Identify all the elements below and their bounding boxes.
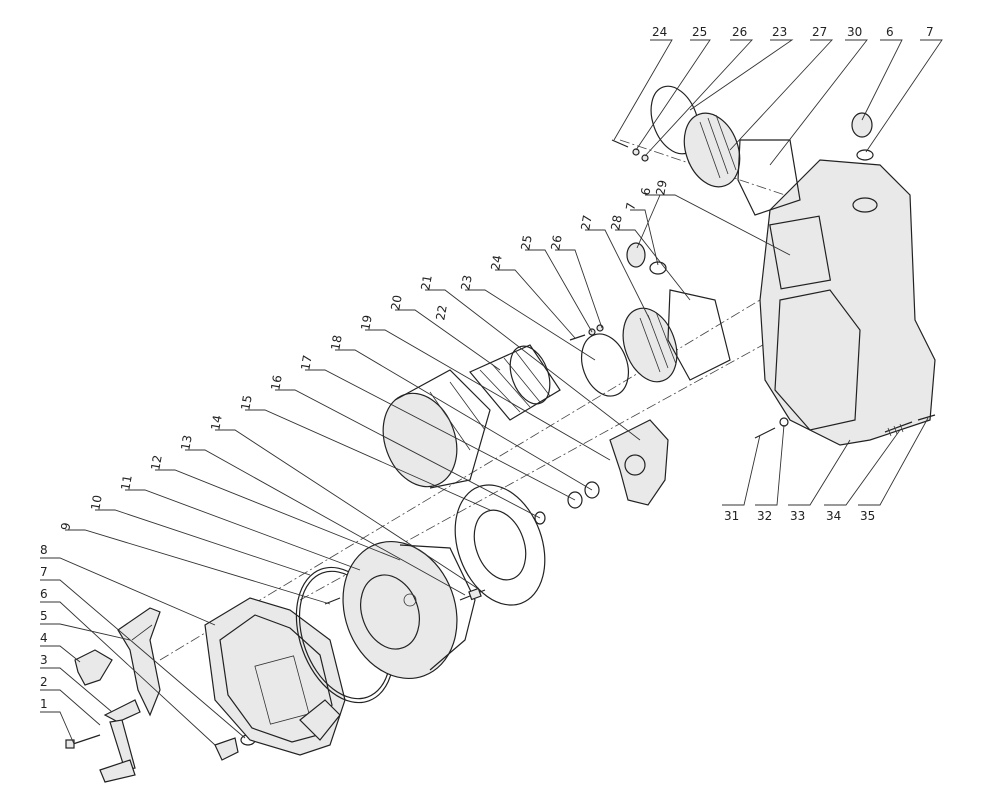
part-seal-ring-mid xyxy=(509,333,629,405)
callout-18: 18 xyxy=(328,334,344,351)
part-impeller-22 xyxy=(609,419,669,506)
callout-12: 12 xyxy=(148,454,164,471)
callout-labels: 1 2 3 4 5 6 7 8 9 10 11 12 13 14 15 16 1… xyxy=(40,25,934,711)
callout-35: 35 xyxy=(860,509,875,523)
callout-20: 20 xyxy=(388,294,404,311)
callout-24-top: 24 xyxy=(652,25,667,39)
callout-11: 11 xyxy=(118,474,134,491)
callout-16: 16 xyxy=(268,374,284,391)
callout-4: 4 xyxy=(40,631,48,645)
part-gasket-mid xyxy=(667,289,731,381)
callout-25-mid: 25 xyxy=(518,234,534,251)
callout-13: 13 xyxy=(178,434,194,451)
part-impeller-plate xyxy=(454,484,546,606)
callout-34: 34 xyxy=(826,509,841,523)
part-pump-body xyxy=(342,540,476,680)
part-plug-mid xyxy=(626,242,667,275)
callout-5: 5 xyxy=(40,609,48,623)
callout-6-mid: 6 xyxy=(638,186,653,196)
callout-31: 31 xyxy=(724,509,739,523)
callout-30: 30 xyxy=(847,25,862,39)
callout-19: 19 xyxy=(358,314,374,331)
callout-3: 3 xyxy=(40,653,48,667)
callout-leader-lines xyxy=(40,39,943,746)
part-rear-cover-housing xyxy=(204,597,346,756)
callout-22: 22 xyxy=(433,304,449,321)
part-flange-spring-mid xyxy=(622,307,678,383)
callout-7-mid: 7 xyxy=(623,201,638,211)
callout-7: 7 xyxy=(40,565,48,579)
part-crank-handle xyxy=(99,699,141,783)
callout-26-mid: 26 xyxy=(548,234,564,251)
part-lever-bracket xyxy=(117,607,161,717)
callout-28: 28 xyxy=(608,214,624,231)
part-main-housing xyxy=(759,159,936,446)
callout-17: 17 xyxy=(298,354,314,371)
callout-27-mid: 27 xyxy=(578,214,594,231)
callout-2: 2 xyxy=(40,675,48,689)
part-spring-hose xyxy=(469,344,561,421)
part-spring-pin-34-35 xyxy=(884,414,936,437)
part-bolts-mid xyxy=(569,324,604,341)
callout-29: 29 xyxy=(653,179,669,196)
callout-15: 15 xyxy=(238,394,254,411)
callout-23-mid: 23 xyxy=(458,274,474,291)
part-wing-nut-4 xyxy=(74,649,113,686)
callout-33: 33 xyxy=(790,509,805,523)
callout-14: 14 xyxy=(208,414,224,431)
callout-23-top: 23 xyxy=(772,25,787,39)
callout-6: 6 xyxy=(40,587,48,601)
callout-9: 9 xyxy=(58,521,73,531)
callout-1: 1 xyxy=(40,697,48,711)
part-washers-16-18 xyxy=(534,481,600,525)
callout-21: 21 xyxy=(418,274,434,291)
callout-25-top: 25 xyxy=(692,25,707,39)
part-top-flange-group xyxy=(611,85,874,216)
callout-24-mid: 24 xyxy=(488,254,504,271)
callout-8: 8 xyxy=(40,543,48,557)
callout-27-top: 27 xyxy=(812,25,827,39)
callout-7-top: 7 xyxy=(926,25,934,39)
part-strainer-cage xyxy=(382,369,491,489)
callout-10: 10 xyxy=(88,494,104,511)
callout-6-top: 6 xyxy=(886,25,894,39)
callout-32: 32 xyxy=(757,509,772,523)
callout-26-top: 26 xyxy=(732,25,747,39)
